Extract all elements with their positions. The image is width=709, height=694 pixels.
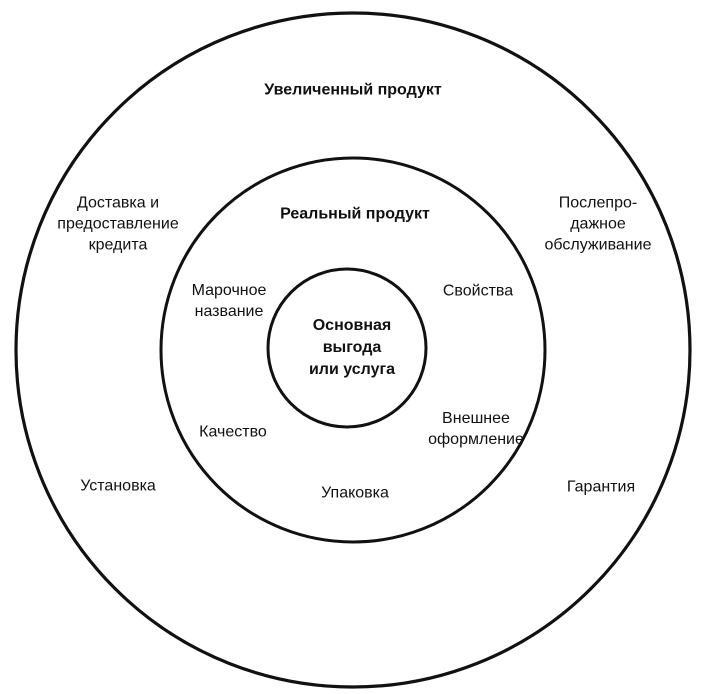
actual-item-brand-name: Марочное название (191, 282, 267, 320)
actual-product-ring (159, 156, 547, 544)
core-benefit-title: Основная выгода или услуга (308, 317, 396, 378)
augmented-item-delivery-credit: Доставка и предоставление кредита (57, 194, 179, 254)
augmented-item-installation: Установка (80, 477, 156, 495)
actual-product-title: Реальный продукт (280, 205, 430, 223)
core-benefit-ring (266, 267, 428, 429)
augmented-item-after-sales-service: Послепро- дажное обслуживание (544, 194, 652, 254)
augmented-product-title: Увеличенный продукт (264, 81, 442, 99)
augmented-product-ring (14, 11, 692, 689)
actual-item-styling: Внешнее оформление (428, 410, 524, 448)
augmented-item-warranty: Гарантия (566, 478, 636, 496)
actual-item-quality: Качество (199, 423, 267, 441)
actual-item-packaging: Упаковка (321, 484, 389, 502)
actual-item-features: Свойства (442, 282, 514, 300)
